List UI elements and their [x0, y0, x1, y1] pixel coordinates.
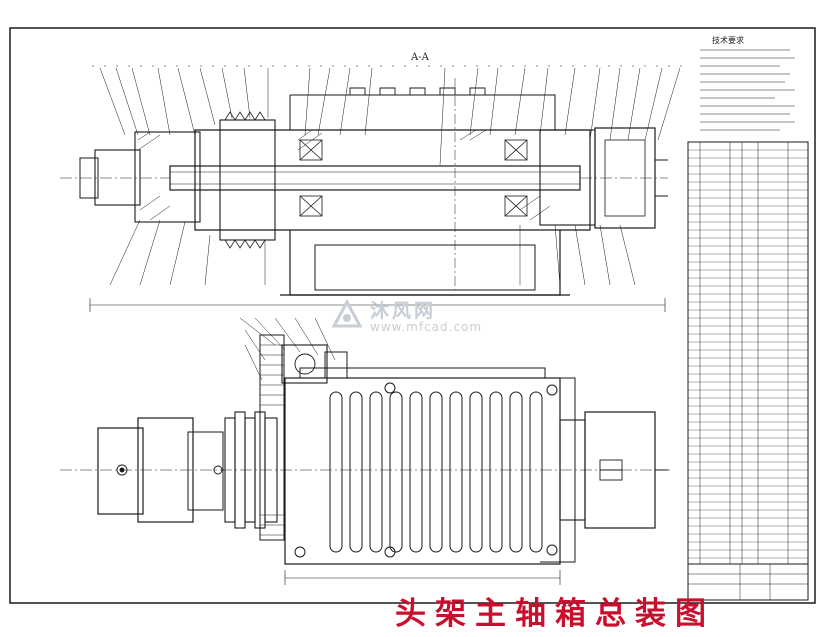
- watermark: 沐风网 www.mfcad.com: [330, 296, 500, 340]
- section-label: A-A: [411, 52, 429, 63]
- watermark-brand: 沐风网: [370, 300, 437, 322]
- technical-notes: [700, 49, 795, 131]
- exterior-view: [60, 317, 670, 585]
- section-view: [60, 65, 690, 312]
- notes-title: 技术要求: [712, 36, 744, 45]
- parts-list-table: [687, 141, 809, 601]
- drawing-frame: [9, 27, 816, 604]
- drawing-caption: 头架主轴箱总装图: [395, 596, 715, 632]
- watermark-logo-icon: [331, 298, 363, 328]
- watermark-url: www.mfcad.com: [370, 320, 483, 334]
